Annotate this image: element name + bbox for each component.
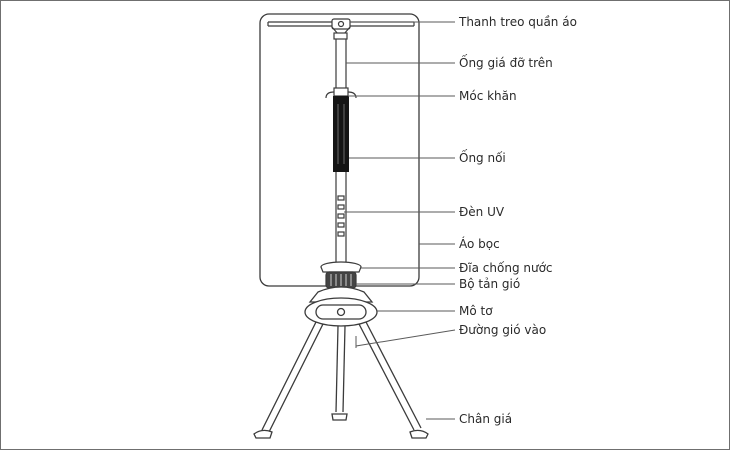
label-air-inlet: Đường gió vào — [459, 323, 547, 337]
label-water-plate: Đĩa chống nước — [459, 261, 553, 275]
uv-lamp-tube — [335, 172, 347, 262]
label-motor: Mô tơ — [459, 304, 493, 318]
label-tripod-leg: Chân giá — [459, 412, 513, 426]
upper-tube — [335, 39, 347, 90]
leader-lines — [344, 21, 456, 420]
label-connecting-tube: Ống nối — [459, 151, 506, 165]
tripod-legs — [253, 321, 429, 439]
connecting-tube — [333, 96, 349, 172]
label-towel-hook: Móc khăn — [459, 89, 517, 103]
motor-base — [304, 286, 378, 327]
label-cover: Áo bọc — [459, 237, 500, 251]
diffuser — [325, 271, 357, 289]
label-hanger-bar: Thanh treo quần áo — [459, 15, 577, 29]
label-diffuser: Bộ tản gió — [459, 277, 521, 291]
label-upper-tube: Ống giá đỡ trên — [459, 56, 553, 70]
leader-air-inlet — [355, 329, 456, 347]
label-uv-lamp: Đèn UV — [459, 205, 505, 219]
water-proof-plate — [320, 261, 362, 273]
